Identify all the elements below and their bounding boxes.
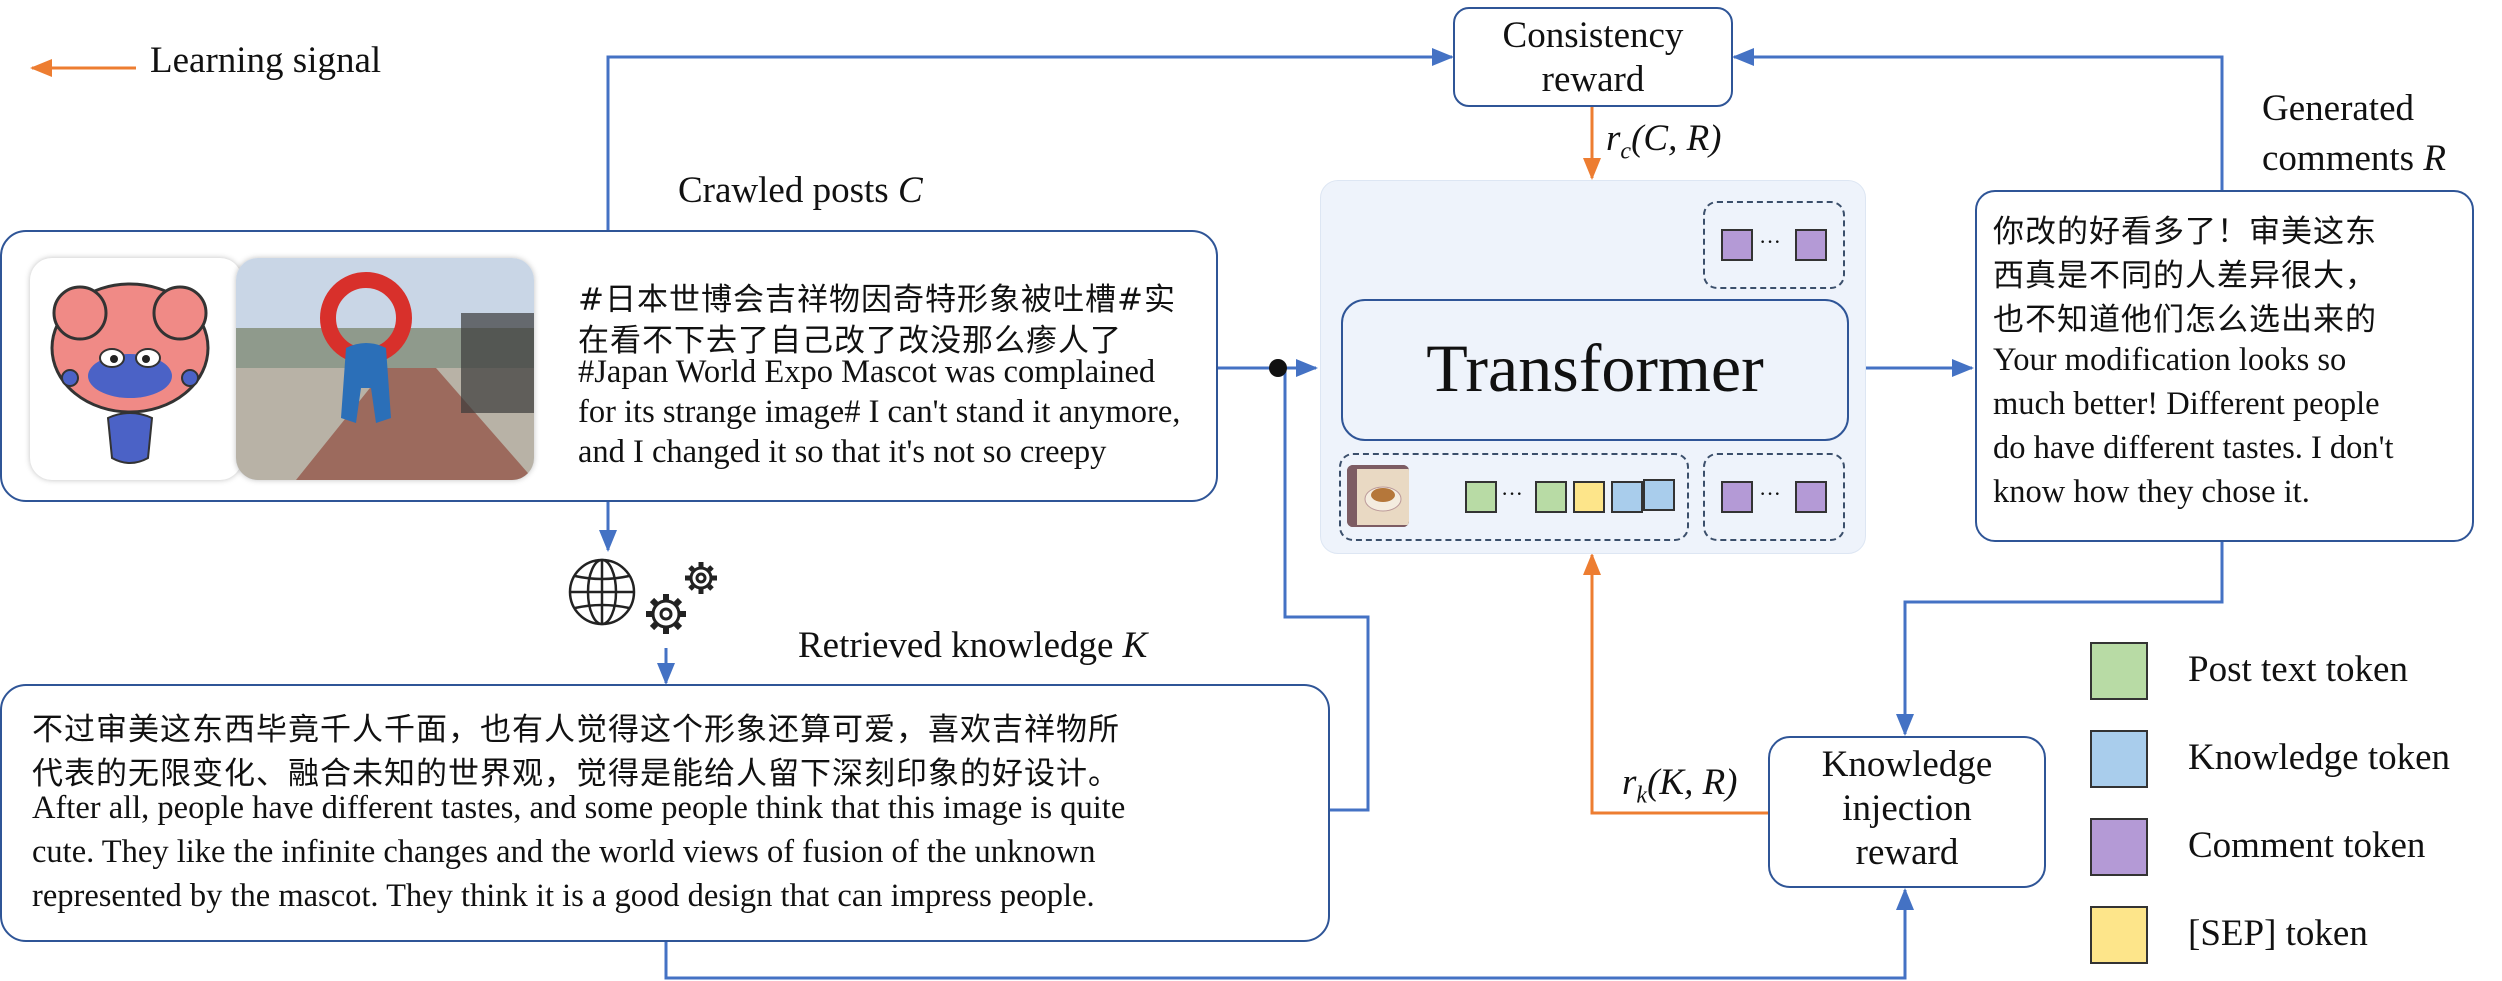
- legend-swatch-knowledge: [2090, 730, 2148, 788]
- knowledge-signal-arrow: [1583, 553, 1768, 815]
- retrieved-knowledge-box: 不过审美这东西毕竟千人千面，也有人觉得这个形象还算可爱，喜欢吉祥物所 代表的无限…: [0, 684, 1330, 942]
- knowledge-reward-line3: reward: [1855, 832, 1959, 873]
- legend-label-comment: Comment token: [2188, 825, 2426, 866]
- post-cjk-line2: 在看不下去了自己改了改没那么瘆人了: [578, 323, 1122, 359]
- legend-swatch-comment: [2090, 818, 2148, 876]
- post-cjk-line1: #日本世博会吉祥物因奇特形象被吐槽#实: [578, 282, 1176, 318]
- transformer-block: Transformer: [1341, 299, 1849, 441]
- knowledge-token: [1611, 481, 1643, 513]
- generated-comments-box: 你改的好看多了！审美这东 西真是不同的人差异很大， 也不知道他们怎么选出来的 Y…: [1975, 190, 2474, 542]
- learning-signal-label: Learning signal: [150, 40, 382, 81]
- knowledge-reward-line1: Knowledge: [1821, 744, 1993, 785]
- post-text-token: [1465, 481, 1497, 513]
- crawled-posts-label: Crawled posts C: [678, 170, 923, 211]
- sep-token: [1573, 481, 1605, 513]
- legend-swatch-sep: [2090, 906, 2148, 964]
- posts-to-consistency-arrow: [606, 48, 1454, 230]
- legend-label-sep: [SEP] token: [2188, 913, 2368, 954]
- comments-to-consistency-arrow: [1732, 48, 2224, 190]
- knowledge-cjk-line1: 不过审美这东西毕竟千人千面，也有人觉得这个形象还算可爱，喜欢吉祥物所: [32, 712, 1120, 748]
- mascot-photo: [236, 258, 534, 480]
- comment-token: [1721, 229, 1753, 261]
- input-token-group: ··· ··: [1339, 453, 1689, 541]
- post-en-line1: #Japan World Expo Mascot was complained: [578, 354, 1156, 390]
- comment-cjk-line1: 你改的好看多了！审美这东: [1993, 214, 2377, 250]
- knowledge-reward-formula: rk(K, R): [1622, 762, 1738, 809]
- knowledge-cjk-line2: 代表的无限变化、融合未知的世界观，觉得是能给人留下深刻印象的好设计。: [32, 756, 1120, 792]
- coffee-image: [1347, 465, 1409, 527]
- knowledge-reward-line2: injection: [1842, 788, 1972, 829]
- comment-token: [1795, 229, 1827, 261]
- transformer-panel: ··· Transformer ··· ·· ···: [1320, 180, 1866, 554]
- comment-en-line2: much better! Different people: [1993, 386, 2380, 422]
- output-token-group: ···: [1703, 201, 1845, 289]
- generated-comments-label-line1: Generated: [2262, 88, 2415, 129]
- consistency-reward-box: Consistency reward: [1453, 7, 1733, 107]
- comment-token: [1795, 481, 1827, 513]
- generated-comments-label-line2: comments R: [2262, 138, 2446, 179]
- gears-icon: [646, 562, 717, 634]
- post-text-token: [1535, 481, 1567, 513]
- comment-token-group: ···: [1703, 453, 1845, 541]
- consistency-reward-line1: Consistency: [1502, 15, 1684, 56]
- knowledge-en-line1: After all, people have different tastes,…: [32, 790, 1126, 826]
- legend-label-knowledge: Knowledge token: [2188, 737, 2451, 778]
- post-en-line2: for its strange image# I can't stand it …: [578, 394, 1181, 430]
- transformer-title: Transformer: [1426, 330, 1764, 406]
- comment-en-line4: know how they chose it.: [1993, 474, 2310, 510]
- legend-swatch-post-text: [2090, 642, 2148, 700]
- comment-token: [1721, 481, 1753, 513]
- knowledge-to-transformer-arrow: [1283, 368, 1370, 812]
- mascot-image: [30, 258, 242, 480]
- consistency-reward-formula: rc(C, R): [1606, 118, 1722, 165]
- comment-en-line3: do have different tastes. I don't: [1993, 430, 2394, 466]
- retrieval-icons: [566, 556, 726, 646]
- knowledge-token: [1643, 479, 1675, 511]
- globe-icon: [568, 558, 636, 626]
- token-ellipsis: ···: [1759, 229, 1781, 254]
- post-en-line3: and I changed it so that it's not so cre…: [578, 434, 1107, 470]
- comment-en-line1: Your modification looks so: [1993, 342, 2347, 378]
- retrieved-knowledge-label: Retrieved knowledge K: [798, 625, 1148, 666]
- comments-to-knowledge-reward-arrow: [1896, 542, 2224, 736]
- junction-dot: [1269, 359, 1287, 377]
- token-ellipsis: ···: [1759, 481, 1781, 506]
- comment-cjk-line3: 也不知道他们怎么选出来的: [1993, 302, 2377, 338]
- legend-label-post-text: Post text token: [2188, 649, 2408, 690]
- knowledge-injection-reward-box: Knowledge injection reward: [1768, 736, 2046, 888]
- comment-cjk-line2: 西真是不同的人差异很大，: [1993, 258, 2377, 294]
- knowledge-en-line3: represented by the mascot. They think it…: [32, 878, 1095, 914]
- knowledge-en-line2: cute. They like the infinite changes and…: [32, 834, 1096, 870]
- crawled-posts-box: #日本世博会吉祥物因奇特形象被吐槽#实 在看不下去了自己改了改没那么瘆人了 #J…: [0, 230, 1218, 502]
- token-ellipsis: ···: [1501, 481, 1523, 506]
- consistency-reward-line2: reward: [1541, 59, 1645, 100]
- knowledge-to-knowledge-reward-arrow: [664, 888, 1914, 980]
